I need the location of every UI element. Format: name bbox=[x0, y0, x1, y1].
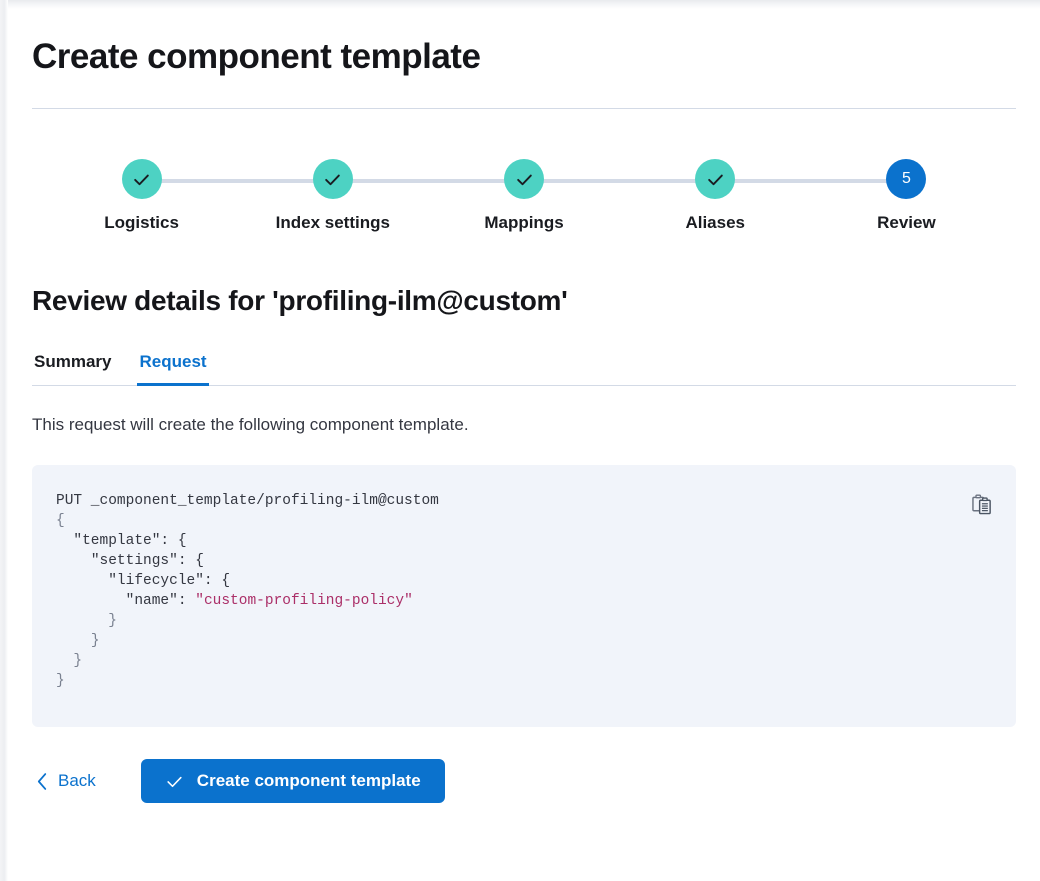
stepper-connector bbox=[715, 179, 907, 183]
stepper-circle-aliases[interactable] bbox=[695, 159, 736, 199]
check-icon bbox=[516, 174, 532, 185]
code-line-close-lifecycle: } bbox=[108, 613, 117, 629]
section-title: Review details for 'profiling-ilm@custom… bbox=[32, 285, 568, 316]
copy-clipboard-icon bbox=[971, 494, 991, 515]
code-line-settings: "settings": { bbox=[90, 553, 204, 569]
stepper-circle-index-settings[interactable] bbox=[312, 159, 353, 199]
code-line-method: PUT _component_template/profiling-ilm@cu… bbox=[56, 493, 439, 509]
stepper-step-index-settings[interactable]: Index settings bbox=[237, 159, 524, 234]
stepper-step-review[interactable]: 5 Review bbox=[811, 159, 1002, 234]
stepper-label-logistics: Logistics bbox=[104, 213, 179, 232]
code-line-close-settings: } bbox=[90, 633, 100, 649]
back-button[interactable]: Back bbox=[32, 765, 100, 797]
code-line-close-root: } bbox=[56, 673, 65, 689]
stepper-step-mappings[interactable]: Mappings bbox=[428, 159, 716, 234]
create-component-template-label: Create component template bbox=[196, 771, 421, 790]
stepper-label-index-settings: Index settings bbox=[275, 213, 390, 232]
page-top-shadow bbox=[8, 0, 1040, 9]
stepper-circle-logistics[interactable] bbox=[121, 159, 162, 199]
code-line-name-key: "name": bbox=[125, 593, 196, 609]
tab-summary[interactable]: Summary bbox=[32, 348, 113, 385]
stepper-label-aliases: Aliases bbox=[685, 213, 745, 232]
stepper-circle-review[interactable]: 5 bbox=[886, 159, 927, 199]
stepper-label-review: Review bbox=[877, 213, 936, 232]
code-line-template: "template": { bbox=[73, 533, 187, 549]
back-button-label: Back bbox=[58, 771, 96, 790]
title-divider bbox=[32, 108, 1016, 109]
request-description: This request will create the following c… bbox=[32, 415, 469, 434]
page-content: Create component template Logistics Inde… bbox=[8, 9, 1040, 833]
stepper-number-review: 5 bbox=[901, 170, 911, 187]
check-icon bbox=[134, 174, 149, 185]
request-code-text: PUT _component_template/profiling-ilm@cu… bbox=[56, 491, 992, 691]
stepper-step-aliases[interactable]: Aliases bbox=[620, 159, 907, 234]
copy-to-clipboard-button[interactable] bbox=[966, 489, 998, 521]
wizard-footer: Back Create component template bbox=[32, 759, 1016, 833]
create-component-template-button[interactable]: Create component template bbox=[140, 759, 445, 803]
page-title: Create component template bbox=[32, 37, 481, 76]
wizard-stepper: Logistics Index settings Mappings bbox=[32, 159, 1016, 234]
page-left-gutter bbox=[0, 0, 8, 881]
review-tabs: Summary Request bbox=[32, 348, 1016, 386]
code-line-close-template: } bbox=[73, 653, 83, 669]
code-line-name-value: "custom-profiling-policy" bbox=[195, 593, 413, 609]
code-line-lifecycle: "lifecycle": { bbox=[108, 573, 231, 589]
stepper-step-logistics[interactable]: Logistics bbox=[46, 159, 333, 234]
stepper-connector bbox=[332, 179, 524, 183]
check-icon bbox=[325, 174, 341, 185]
tab-request[interactable]: Request bbox=[137, 348, 209, 386]
request-code-block: PUT _component_template/profiling-ilm@cu… bbox=[32, 465, 1016, 727]
stepper-label-mappings: Mappings bbox=[484, 213, 564, 232]
chevron-left-icon bbox=[37, 772, 47, 790]
check-icon bbox=[707, 174, 723, 185]
stepper-connector bbox=[524, 179, 716, 183]
check-icon bbox=[167, 776, 182, 787]
stepper-connector bbox=[141, 179, 333, 183]
code-line-open-root: { bbox=[56, 513, 65, 529]
stepper-circle-mappings[interactable] bbox=[504, 159, 544, 199]
